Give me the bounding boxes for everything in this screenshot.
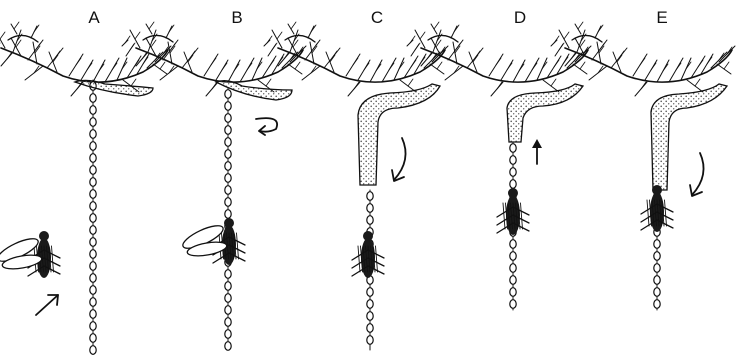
insect-approach-arrow-icon — [36, 295, 58, 315]
trapped-insect — [497, 188, 529, 235]
curved-down-arrow-icon — [392, 138, 406, 181]
silk-tube-retreat — [651, 84, 727, 190]
curved-down-arrow-icon — [690, 153, 704, 196]
silk-bead-thread — [90, 80, 96, 355]
up-arrow-icon — [532, 139, 542, 164]
panel-a: A — [0, 8, 171, 355]
panel-e: E — [551, 8, 735, 310]
panel-label: D — [514, 8, 526, 27]
trapped-insect — [352, 231, 384, 278]
trapped-insect — [0, 231, 60, 278]
panel-c: C — [264, 8, 448, 350]
panel-b: B — [122, 8, 306, 350]
panel-label: B — [231, 8, 242, 27]
panel-label: E — [656, 8, 667, 27]
silk-tube-retreat — [358, 84, 440, 185]
branch-foliage — [122, 22, 306, 96]
trapped-insect — [641, 185, 673, 232]
silk-tube-retreat — [75, 80, 153, 96]
curved-arrow-icon — [256, 118, 277, 135]
panel-label: C — [371, 8, 383, 27]
panel-d: D — [407, 8, 591, 310]
trapped-insect — [180, 218, 245, 265]
panel-label: A — [88, 8, 100, 27]
silk-tube-retreat — [507, 84, 583, 142]
